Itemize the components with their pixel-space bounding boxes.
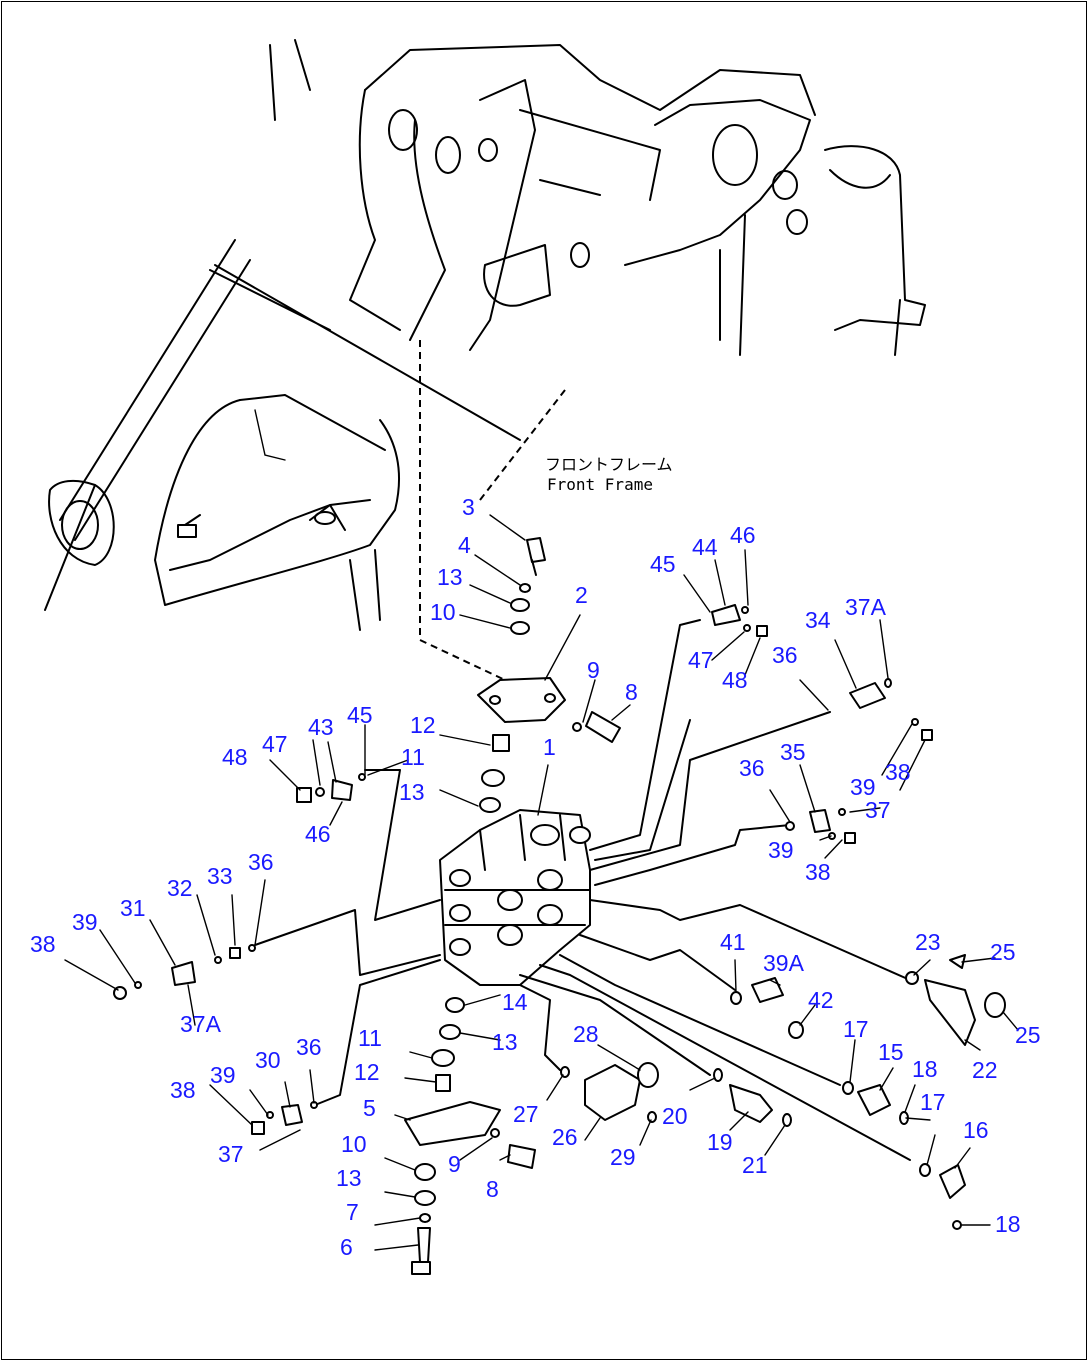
- part-callout: 13: [336, 1165, 362, 1191]
- part-callout: 36: [739, 755, 765, 781]
- part-callout: 27: [513, 1101, 539, 1127]
- part-callout: 20: [662, 1103, 688, 1129]
- part-callout: 17: [920, 1089, 946, 1115]
- part-callout: 8: [486, 1176, 499, 1202]
- part-callout: 36: [296, 1034, 322, 1060]
- part-callout: 37A: [180, 1011, 222, 1037]
- part-callout: 4: [458, 532, 471, 558]
- part-callout: 12: [410, 712, 436, 738]
- part-callout: 36: [248, 849, 274, 875]
- part-callout: 33: [207, 863, 233, 889]
- part-callout: 6: [340, 1234, 353, 1260]
- part-callout: 11: [401, 744, 425, 770]
- part-callout: 29: [610, 1144, 636, 1170]
- part-callout: 32: [167, 875, 193, 901]
- part-callout: 45: [347, 702, 373, 728]
- part-callout: 43: [308, 714, 334, 740]
- part-callout: 38: [805, 859, 831, 885]
- part-callout: 13: [437, 564, 463, 590]
- part-callout: 17: [843, 1016, 869, 1042]
- part-callout: 10: [430, 599, 456, 625]
- part-callout: 34: [805, 607, 831, 633]
- part-callout: 26: [552, 1124, 578, 1150]
- part-callout: 31: [120, 895, 146, 921]
- part-callout: 42: [808, 987, 834, 1013]
- part-callout: 11: [358, 1025, 382, 1051]
- part-callout: 19: [707, 1129, 733, 1155]
- part-callout: 18: [995, 1211, 1021, 1237]
- part-callout: 8: [625, 679, 638, 705]
- part-callout: 39: [210, 1062, 236, 1088]
- frame-note-japanese: フロントフレーム: [545, 455, 673, 474]
- part-callout: 5: [363, 1095, 376, 1121]
- front-frame-drawing: [44, 39, 926, 681]
- part-callout: 39A: [763, 950, 805, 976]
- part-callout: 1: [543, 734, 556, 760]
- part-callout: 36: [772, 642, 798, 668]
- part-callout: 23: [915, 929, 941, 955]
- control-valve-body: [439, 809, 591, 986]
- part-callout: 47: [688, 647, 714, 673]
- part-callout: 2: [575, 582, 588, 608]
- part-callout: 13: [492, 1029, 518, 1055]
- components: [113, 537, 1006, 1275]
- part-callout: 22: [972, 1057, 998, 1083]
- part-callout: 38: [885, 759, 911, 785]
- part-callout: 25: [1015, 1022, 1041, 1048]
- part-callout: 41: [720, 929, 746, 955]
- part-callout: 46: [305, 821, 331, 847]
- part-callout: 30: [255, 1047, 281, 1073]
- part-callout: 37A: [845, 594, 887, 620]
- part-callout: 18: [912, 1056, 938, 1082]
- part-callout: 39: [850, 774, 876, 800]
- part-callout: 37: [865, 797, 891, 823]
- part-callout: 9: [448, 1151, 461, 1177]
- frame-note-english: Front Frame: [547, 475, 653, 494]
- part-callout: 15: [878, 1039, 904, 1065]
- part-callout: 16: [963, 1117, 989, 1143]
- part-callout: 39: [768, 837, 794, 863]
- part-callout: 9: [587, 657, 600, 683]
- leader-lines: [64, 514, 1019, 1251]
- part-callout: 48: [222, 744, 248, 770]
- part-callout: 14: [502, 989, 528, 1015]
- part-callout: 35: [780, 739, 806, 765]
- part-callout: 46: [730, 522, 756, 548]
- part-callout: 38: [170, 1077, 196, 1103]
- part-callout: 25: [990, 939, 1016, 965]
- part-callout: 39: [72, 909, 98, 935]
- part-callout: 48: [722, 667, 748, 693]
- part-callout: 38: [30, 931, 56, 957]
- part-callout: 37: [218, 1141, 244, 1167]
- part-callout: 45: [650, 551, 676, 577]
- part-callout: 28: [573, 1021, 599, 1047]
- part-callout: 44: [692, 534, 718, 560]
- part-callout: 13: [399, 779, 425, 805]
- part-callout: 10: [341, 1131, 367, 1157]
- part-callout: 12: [354, 1059, 380, 1085]
- part-callout: 3: [462, 494, 475, 520]
- piping: [254, 619, 911, 1161]
- part-callout: 21: [742, 1152, 768, 1178]
- part-callout: 47: [262, 731, 288, 757]
- part-callout: 7: [346, 1199, 359, 1225]
